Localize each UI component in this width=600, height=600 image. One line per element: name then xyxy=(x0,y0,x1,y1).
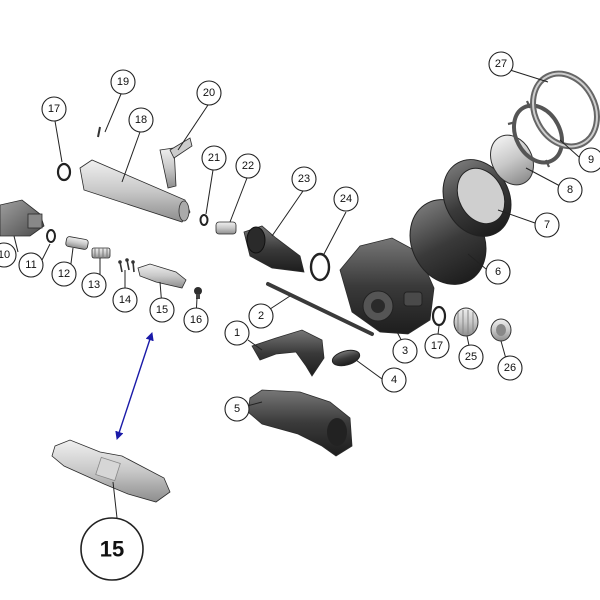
part-2-rod xyxy=(266,282,374,336)
detail-pointer-arrow xyxy=(115,332,154,440)
callout-17-upper-label: 17 xyxy=(48,103,60,115)
callout-19-label: 19 xyxy=(117,76,129,88)
callout-5-label: 5 xyxy=(234,403,240,415)
callout-20-label: 20 xyxy=(203,87,215,99)
callout-10: 10 xyxy=(0,242,17,268)
callout-23-label: 23 xyxy=(298,173,310,185)
part-11-o-ring xyxy=(46,229,56,243)
callout-18-label: 18 xyxy=(135,114,147,126)
callout-24: 24 xyxy=(333,186,359,212)
callout-21: 21 xyxy=(201,145,227,171)
callout-6-label: 6 xyxy=(495,266,501,278)
part-22-cylinder xyxy=(215,221,237,235)
part-12-sleeve xyxy=(65,236,89,250)
callout-8-label: 8 xyxy=(567,184,573,196)
part-24-o-ring xyxy=(309,252,331,282)
callout-13: 13 xyxy=(81,272,107,298)
callout-4-label: 4 xyxy=(391,374,397,386)
callout-1: 1 xyxy=(224,320,250,346)
callout-12-label: 12 xyxy=(58,268,70,280)
part-3-housing xyxy=(339,237,435,335)
callout-22: 22 xyxy=(235,153,261,179)
part-23-fitting xyxy=(243,225,305,273)
part-4-valve xyxy=(331,349,361,367)
callout-17-upper: 17 xyxy=(41,96,67,122)
callout-13-label: 13 xyxy=(88,279,100,291)
callout-26: 26 xyxy=(497,355,523,381)
callout-23: 23 xyxy=(291,166,317,192)
callout-1-label: 1 xyxy=(234,327,240,339)
callout-8: 8 xyxy=(557,177,583,203)
part-26-nut xyxy=(490,318,512,342)
callout-15: 15 xyxy=(149,297,175,323)
callout-24-label: 24 xyxy=(340,193,352,205)
part-7-ring xyxy=(442,159,512,237)
callout-9: 9 xyxy=(578,147,600,173)
callout-25: 25 xyxy=(458,344,484,370)
part-19-pin xyxy=(97,126,101,138)
callout-15-label: 15 xyxy=(156,304,168,316)
callout-5: 5 xyxy=(224,396,250,422)
callout-2: 2 xyxy=(248,303,274,329)
part-16-screw xyxy=(194,287,202,299)
callout-11-label: 11 xyxy=(25,259,36,271)
part-15-valve-stem xyxy=(137,263,187,289)
callout-3: 3 xyxy=(392,338,418,364)
callout-11: 11 xyxy=(18,252,44,278)
part-1-cover xyxy=(251,329,325,377)
callout-7-label: 7 xyxy=(544,219,550,231)
part-14-pins xyxy=(118,258,135,273)
callout-6: 6 xyxy=(485,259,511,285)
callout-21-label: 21 xyxy=(208,152,220,164)
part-21-o-ring xyxy=(199,214,209,226)
callouts: 27 19 20 17 18 21 22 23 9 8 24 7 10 11 1… xyxy=(0,51,600,581)
callout-22-label: 22 xyxy=(242,160,254,172)
callout-19: 19 xyxy=(110,69,136,95)
callout-25-label: 25 xyxy=(465,351,477,363)
callout-15-detail-label: 15 xyxy=(100,537,124,562)
callout-15-detail: 15 xyxy=(80,517,144,581)
callout-27: 27 xyxy=(488,51,514,77)
callout-20: 20 xyxy=(196,80,222,106)
callout-18: 18 xyxy=(128,107,154,133)
callout-12: 12 xyxy=(51,261,77,287)
callout-16-label: 16 xyxy=(190,314,202,326)
callout-9-label: 9 xyxy=(588,154,594,166)
callout-14-label: 14 xyxy=(119,294,131,306)
callout-14: 14 xyxy=(112,287,138,313)
callout-27-label: 27 xyxy=(495,58,507,70)
part-18-tube xyxy=(79,159,191,223)
part-5-mouthpiece xyxy=(247,389,353,457)
callout-7: 7 xyxy=(534,212,560,238)
callout-2-label: 2 xyxy=(258,310,264,322)
callout-4: 4 xyxy=(381,367,407,393)
callout-17-lower-label: 17 xyxy=(431,340,443,352)
callout-26-label: 26 xyxy=(504,362,516,374)
part-17-o-ring-lower xyxy=(431,305,447,327)
callout-3-label: 3 xyxy=(402,345,408,357)
callout-16: 16 xyxy=(183,307,209,333)
part-27-outer-ring xyxy=(530,70,600,150)
callout-10-label: 10 xyxy=(0,249,10,261)
part-15-detail-enlarged xyxy=(51,439,171,503)
part-13-spring xyxy=(91,247,111,259)
callout-17-lower: 17 xyxy=(424,333,450,359)
part-20-lever xyxy=(159,137,193,189)
part-25-threaded xyxy=(453,307,479,337)
part-10-body xyxy=(0,199,45,237)
part-17-o-ring-upper xyxy=(56,162,72,182)
